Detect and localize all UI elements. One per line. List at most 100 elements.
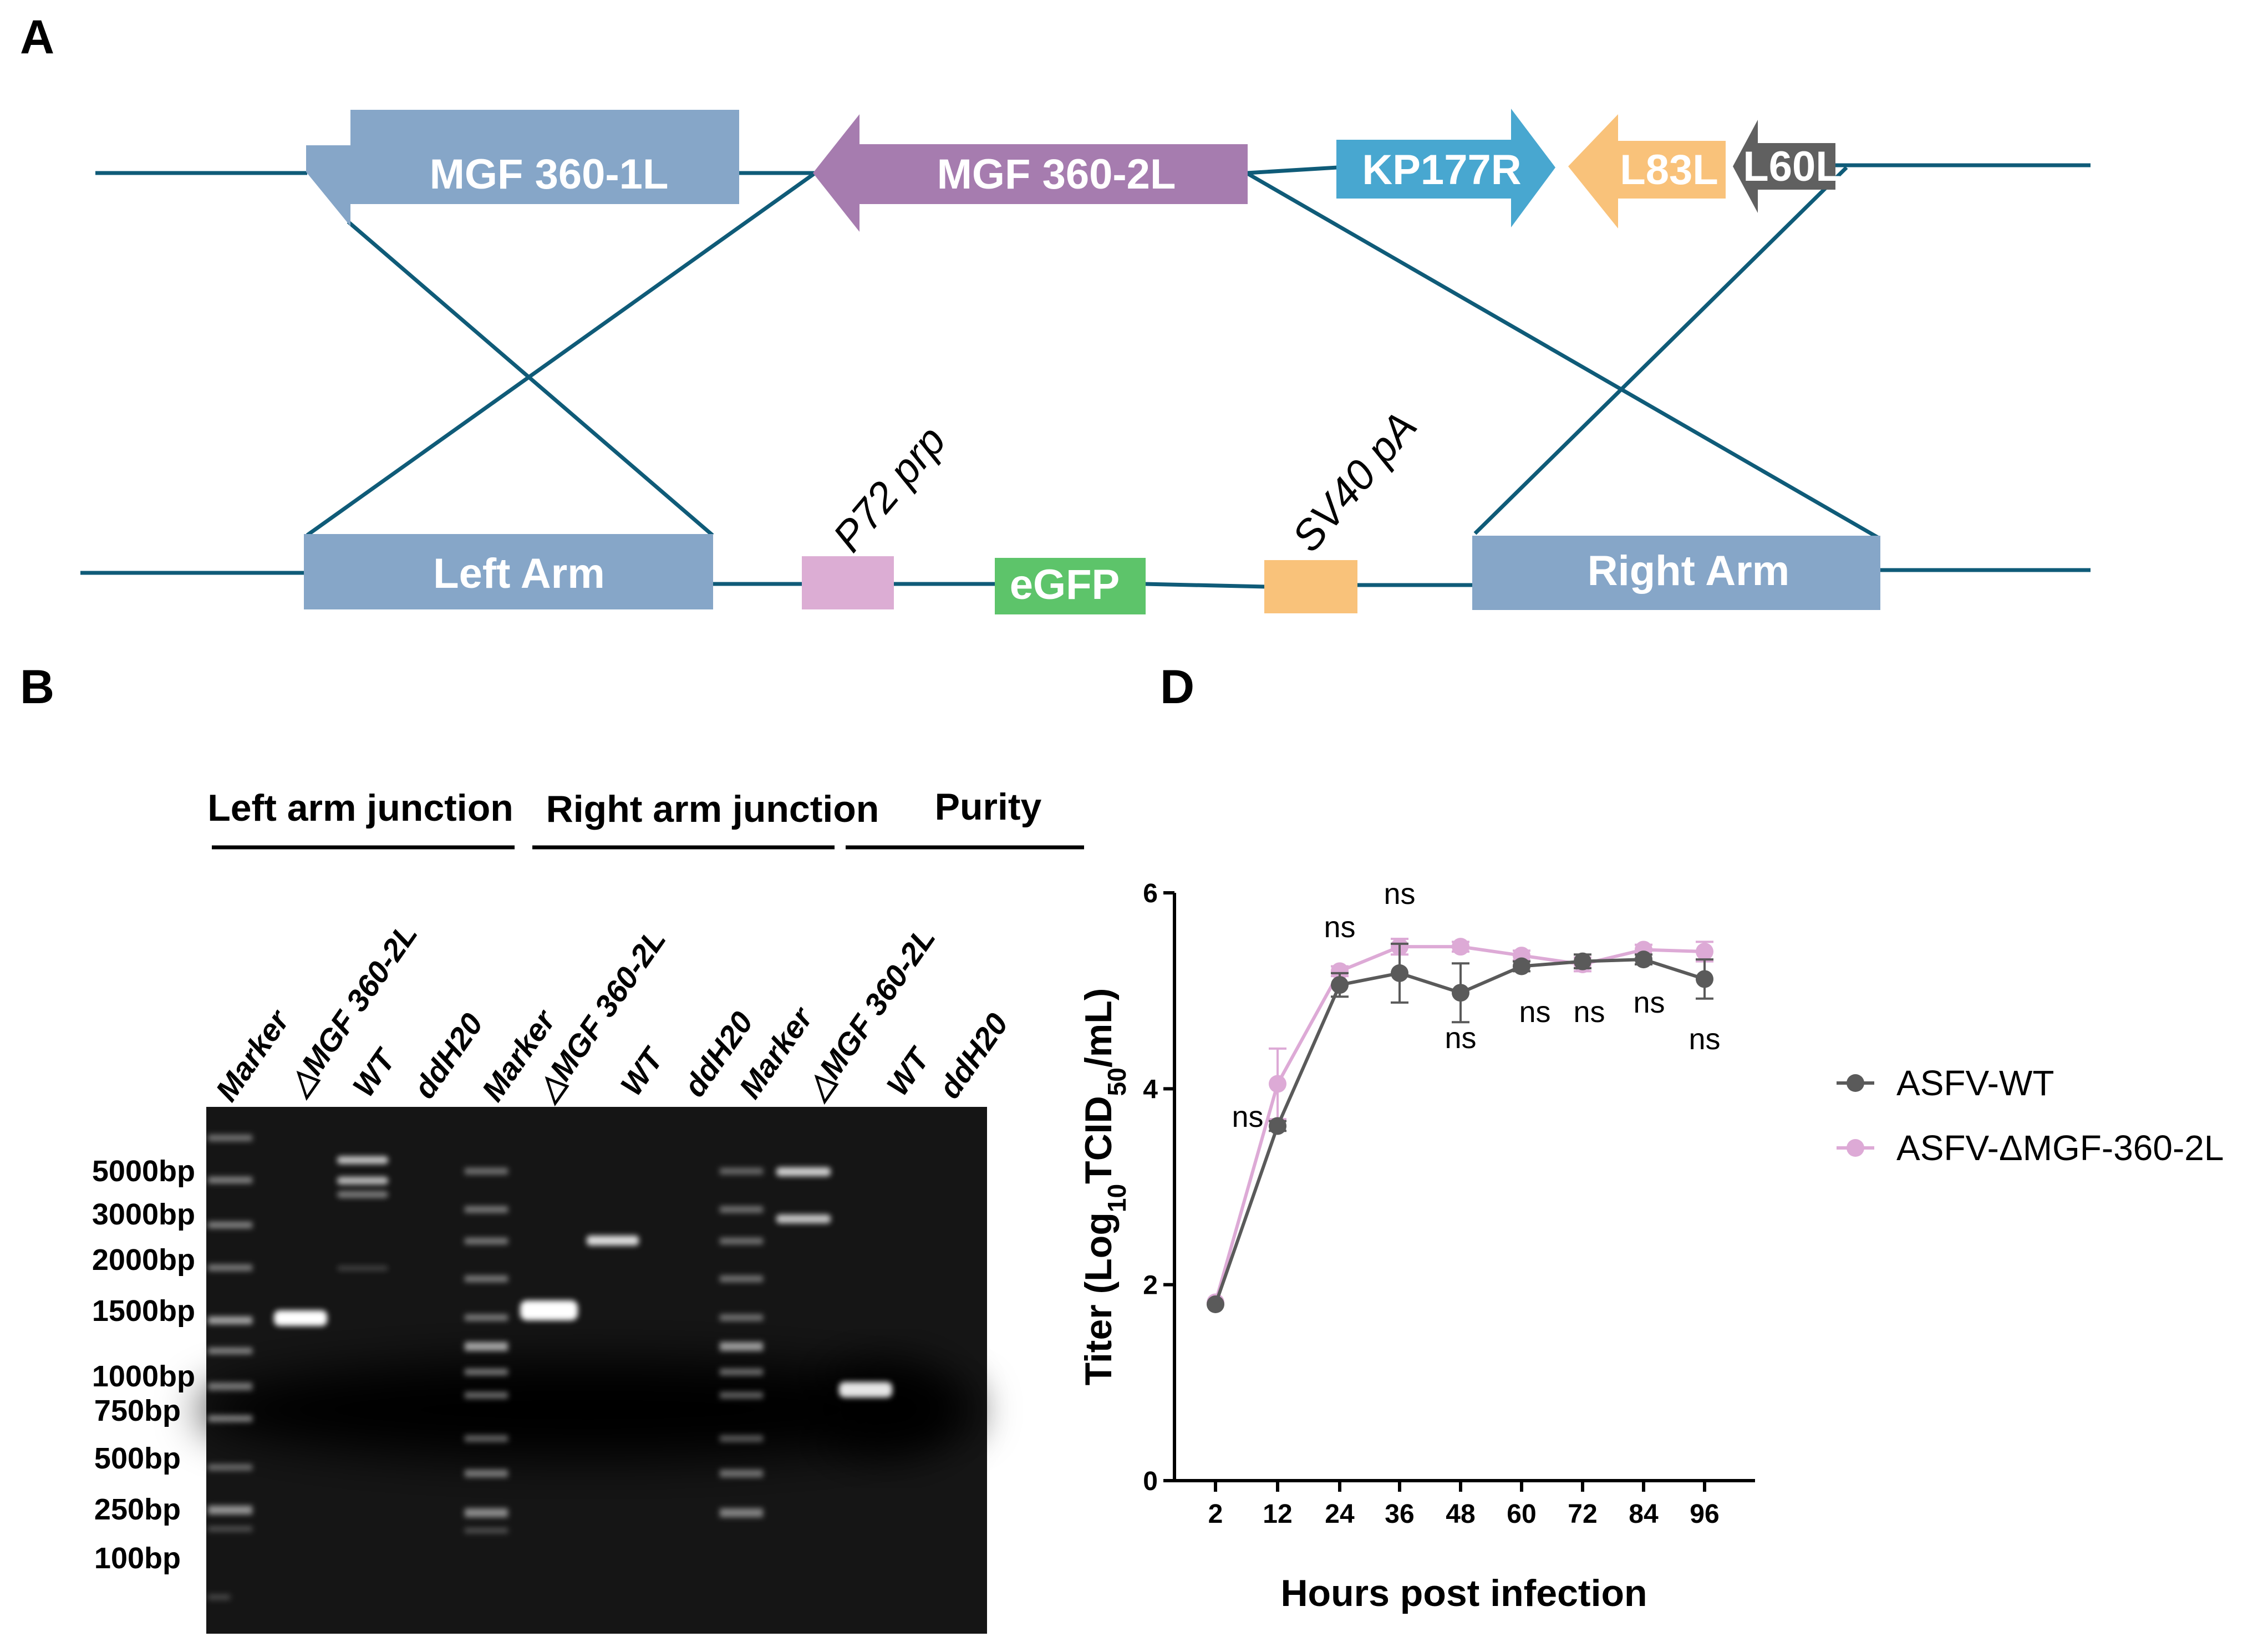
x-tick-label: 12: [1263, 1499, 1292, 1529]
significance-label: ns: [1445, 1021, 1476, 1055]
sv40-label: SV40 pA: [1283, 403, 1426, 560]
data-point: [1452, 984, 1469, 1002]
data-point: [1269, 1117, 1286, 1135]
gel-group-purity: Purity: [935, 786, 1042, 828]
y-axis-title-part: Titer (Log: [1077, 1212, 1120, 1385]
lane-label: ddH20: [932, 1007, 1015, 1105]
band-right-arm-deletion: [520, 1300, 578, 1320]
egfp-label: eGFP: [1010, 561, 1120, 608]
left-arm-label: Left Arm: [433, 550, 605, 597]
y-tick-label: 2: [1143, 1271, 1158, 1300]
significance-label: ns: [1573, 995, 1605, 1029]
x-tick-label: 60: [1507, 1499, 1536, 1529]
p72-promoter-box: [802, 556, 894, 609]
series-asfv-wt: [1207, 942, 1713, 1313]
x-tick-label: 2: [1208, 1499, 1223, 1529]
gel-group-left-arm: Left arm junction: [207, 787, 513, 829]
gene-label: MGF 360-2L: [937, 151, 1176, 198]
x-tick-label: 72: [1568, 1499, 1597, 1529]
egfp-box: [995, 558, 1146, 614]
x-tick-label: 48: [1446, 1499, 1475, 1529]
panel-label-b: B: [20, 660, 54, 714]
left-arm-box: [304, 534, 713, 609]
y-axis-title-part: TCID: [1077, 1096, 1120, 1184]
lane-label: ddH20: [406, 1007, 490, 1105]
significance-label: ns: [1232, 1100, 1263, 1133]
panel-label-d: D: [1160, 660, 1194, 714]
gene-label: MGF 360-1L: [430, 151, 669, 198]
legend-label: ASFV-ΔMGF-360-2L: [1896, 1128, 2224, 1168]
legend-marker: [1847, 1074, 1864, 1092]
chart-legend: ASFV-WT ASFV-ΔMGF-360-2L: [1837, 1063, 2224, 1168]
band-purity-deletion: [776, 1167, 831, 1176]
ladder-lane-2: [465, 1168, 508, 1533]
ladder-label: 5000bp: [92, 1155, 195, 1188]
ladder-label: 750bp: [94, 1394, 181, 1427]
ladder-label: 500bp: [94, 1442, 181, 1475]
x-tick-label: 24: [1325, 1499, 1355, 1529]
panel-label-a: A: [20, 11, 54, 64]
x-tick-label: 96: [1690, 1499, 1719, 1529]
crossover-line: [1473, 166, 1848, 535]
gene-label: L60L: [1743, 143, 1841, 190]
gene-label: L83L: [1620, 146, 1718, 194]
ladder-lane-1: [208, 1135, 252, 1600]
crossover-line: [347, 220, 714, 537]
genome-backbone: [1246, 165, 1338, 175]
gel-smudge: [200, 1360, 976, 1460]
egfp-gene: eGFP: [995, 558, 1146, 614]
data-point: [1696, 970, 1713, 988]
band-right-arm-wt: [587, 1236, 639, 1246]
band-left-arm-wt: [337, 1177, 388, 1185]
gene-arrow-shape: [1568, 114, 1726, 228]
significance-label: ns: [1633, 986, 1665, 1019]
lane-label: WT: [613, 1040, 671, 1102]
gel-ladder-labels: 5000bp 3000bp 2000bp 1500bp 1000bp 750bp…: [92, 1155, 195, 1575]
data-point: [1635, 950, 1652, 969]
y-axis-title-subscript: 10: [1102, 1184, 1131, 1212]
significance-label: ns: [1384, 877, 1415, 911]
ladder-label: 250bp: [94, 1493, 181, 1526]
y-tick-label: 6: [1143, 879, 1158, 908]
lane-label: WT: [879, 1040, 937, 1102]
legend-item: ASFV-ΔMGF-360-2L: [1837, 1128, 2224, 1168]
y-tick-label: 4: [1143, 1075, 1158, 1104]
ladder-lane-3: [720, 1168, 763, 1517]
gene-arrow-shape: [1733, 120, 1835, 213]
ladder-label: 2000bp: [92, 1243, 195, 1277]
y-tick-label: 0: [1143, 1467, 1158, 1496]
cassette-backbone: [1144, 582, 1267, 589]
y-axis-title-part: /mL): [1077, 988, 1120, 1068]
data-point: [1331, 976, 1349, 994]
genome-diagram: MGF 360-1L MGF 360-2L KP177R L83L L60L L…: [80, 109, 2091, 614]
data-point: [1696, 943, 1713, 960]
right-arm-label: Right Arm: [1588, 547, 1790, 594]
data-point: [1331, 962, 1349, 980]
right-arm-box: [1472, 536, 1880, 610]
lane-label: WT: [345, 1041, 403, 1103]
crossover-line: [306, 171, 817, 537]
gel-image: [200, 1107, 987, 1634]
data-point: [1574, 952, 1591, 970]
band-left-arm-deletion: [274, 1310, 327, 1326]
gene-arrow-shape: [813, 114, 1248, 232]
significance-label: ns: [1519, 995, 1550, 1029]
significance-label: ns: [1688, 1023, 1720, 1056]
gel-group-right-arm: Right arm junction: [546, 788, 879, 830]
gene-kp177r: KP177R: [1336, 109, 1555, 227]
y-axis-title: Titer (Log10TCID50/mL): [1077, 988, 1131, 1386]
gel-lane-labels: Marker △MGF 360-2L WT ddH20 Marker △MGF …: [208, 917, 1015, 1108]
legend-item: ASFV-WT: [1837, 1063, 2054, 1103]
significance-label: ns: [1324, 911, 1355, 944]
data-point: [1513, 957, 1530, 975]
data-point: [1207, 1295, 1224, 1313]
band-left-arm-wt: [337, 1265, 388, 1271]
gene-arrow-shape: [1336, 109, 1555, 227]
ladder-label: 1000bp: [92, 1360, 195, 1393]
crossover-line: [1245, 171, 1880, 540]
right-arm: Right Arm: [1472, 536, 1880, 610]
gene-label: KP177R: [1362, 146, 1521, 194]
